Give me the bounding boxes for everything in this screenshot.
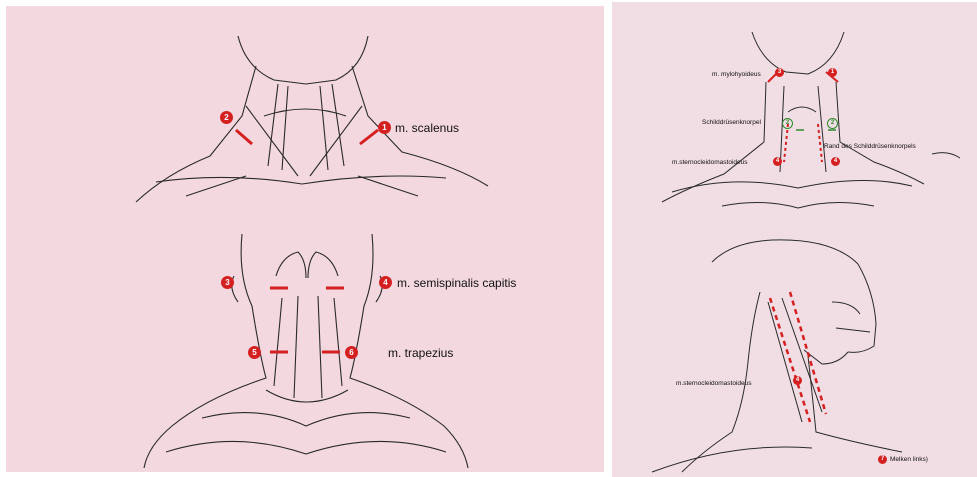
- marker-top-4-right: 4: [831, 157, 840, 166]
- marker-top-1: 1: [828, 68, 837, 77]
- label-trapezius: m. trapezius: [388, 346, 453, 360]
- label-sternocleidomastoideus-top: m.sternocleidomastoideus: [672, 159, 748, 166]
- marker-top-3: 3: [775, 68, 784, 77]
- marker-5: 5: [248, 346, 261, 359]
- left-page: 2 1 m. scalenus 3 4 m. semispinalis capi…: [6, 6, 604, 472]
- label-mylohyoideus: m. mylohyoideus: [712, 71, 761, 78]
- marker-2: 2: [220, 111, 233, 124]
- right-page: m. mylohyoideus 3 1 Schilddrüsenknorpel …: [612, 2, 977, 477]
- marker-bottom-4: 4: [793, 376, 802, 385]
- label-semispinalis: m. semispinalis capitis: [397, 276, 516, 290]
- note-melken-links: Melken links): [890, 456, 928, 463]
- marker-1: 1: [378, 121, 391, 134]
- dashed-muscle-2: [790, 292, 826, 414]
- label-sternocleidomastoideus-bottom: m.sternocleidomastoideus: [676, 380, 752, 387]
- arrows-left: [6, 6, 604, 472]
- arrow-1: [360, 130, 378, 144]
- marker-4: 4: [379, 276, 392, 289]
- marker-6: 6: [345, 346, 358, 359]
- arrow-2: [236, 130, 252, 144]
- marker-note-7: 7: [878, 455, 887, 464]
- marker-top-green-left: 2: [782, 118, 793, 129]
- dashed-muscle-1: [770, 298, 810, 422]
- marker-top-4-left: 4: [773, 157, 782, 166]
- label-schilddruesenknorpel: Schilddrüsenknorpel: [702, 119, 761, 126]
- label-scalenus: m. scalenus: [395, 121, 459, 135]
- marker-top-green-right: 2: [827, 118, 838, 129]
- marker-3: 3: [221, 276, 234, 289]
- label-rand-schilddruesenknorpel: Rand des Schilddrüsenknorpels: [824, 143, 916, 150]
- arrows-right: [612, 2, 977, 477]
